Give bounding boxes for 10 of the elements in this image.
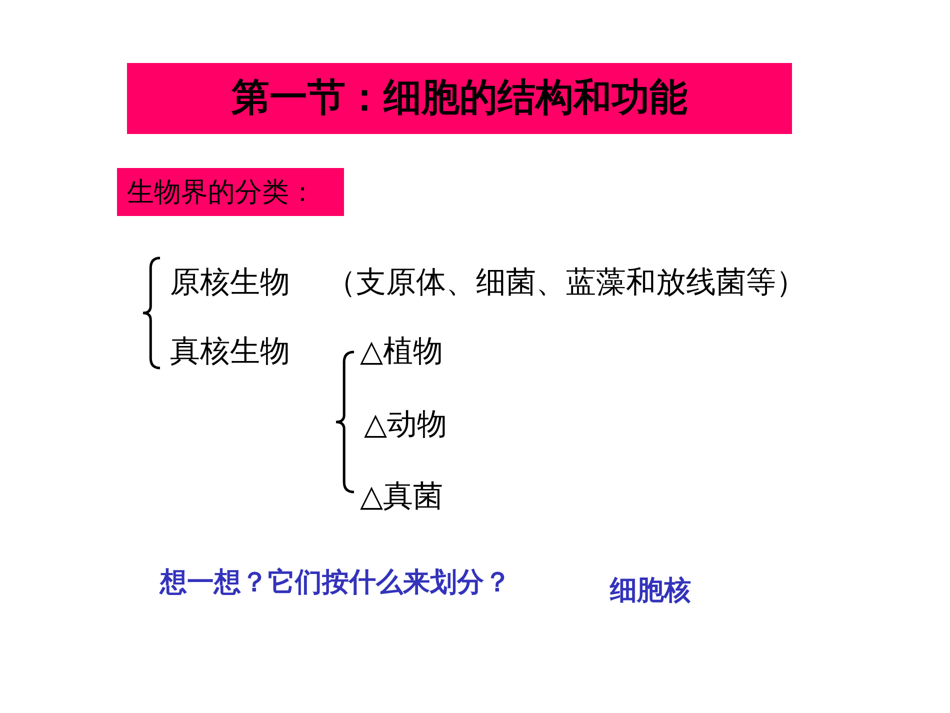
category-label: 原核生物: [170, 265, 290, 301]
answer-text: 细胞核: [610, 574, 691, 607]
category-label: 真核生物: [170, 334, 290, 370]
question-text: 想一想？它们按什么来划分？: [160, 566, 511, 599]
subcategory-label: △植物: [360, 334, 444, 370]
subcategory-label: △真菌: [360, 479, 444, 515]
subcategory-label: △动物: [364, 407, 448, 443]
section-heading: 生物界的分类：: [117, 168, 344, 216]
title-banner: 第一节：细胞的结构和功能: [127, 63, 792, 134]
examples-note: （支原体、细菌、蓝藻和放线菌等）: [326, 265, 806, 301]
